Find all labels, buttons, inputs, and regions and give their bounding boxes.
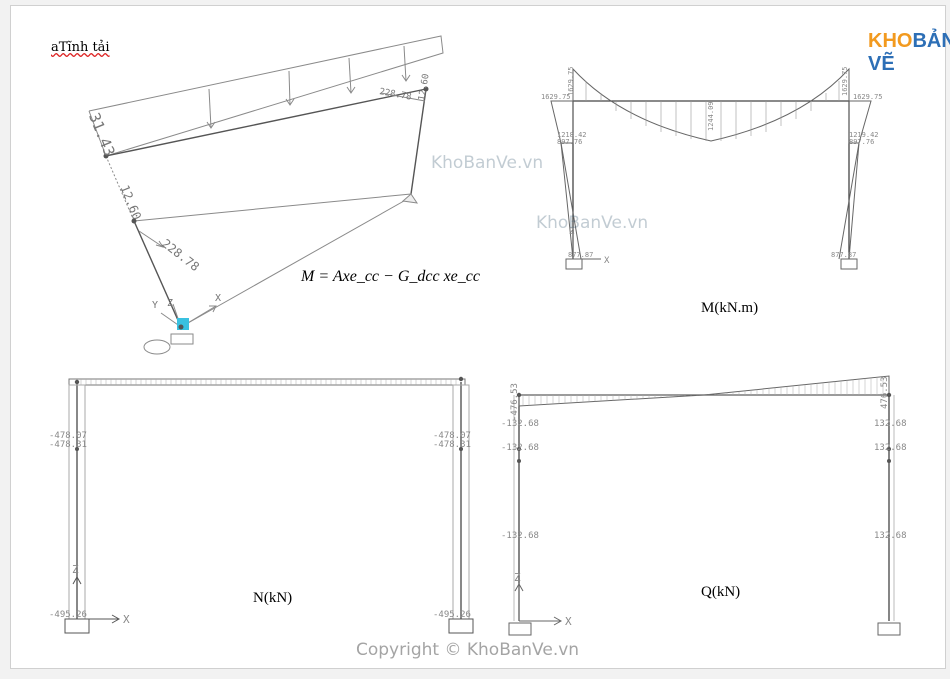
q-label-4: -132.68 bbox=[501, 531, 539, 541]
m-label-10: 877.87 bbox=[831, 251, 856, 259]
m-label-9: 877.87 bbox=[568, 251, 593, 259]
q-label-5: 132.68 bbox=[874, 419, 907, 429]
n-label-3: -478.31 bbox=[433, 440, 471, 450]
axis-3d-x: X bbox=[215, 293, 221, 304]
copyright-text: Copyright © KhoBanVe.vn bbox=[356, 640, 580, 660]
drawing-sheet: aTĩnh tải KHOBẢN VẼ bbox=[10, 5, 950, 669]
n-label-2: -478.07 bbox=[433, 431, 471, 441]
q-label-3: -132.68 bbox=[501, 443, 539, 453]
m-label-7: 1219.42 bbox=[849, 131, 879, 139]
m-axis-x: X bbox=[604, 256, 610, 266]
m-axis-z: Z bbox=[569, 227, 575, 237]
q-label-6: 132.68 bbox=[874, 443, 907, 453]
q-label-7: 132.68 bbox=[874, 531, 907, 541]
logo-text-kho: KHO bbox=[868, 30, 913, 52]
m-label-8: 897.76 bbox=[849, 138, 874, 146]
q-axis-x: X bbox=[565, 615, 572, 628]
n-label-5: -495.26 bbox=[433, 610, 471, 620]
n-label-0: -478.07 bbox=[49, 431, 87, 441]
axis-3d-y: Y bbox=[152, 300, 158, 311]
n-label-4: -495.26 bbox=[49, 610, 87, 620]
axial-caption: N(kN) bbox=[253, 590, 293, 606]
logo-text-banve: BẢN VẼ bbox=[868, 30, 950, 75]
q-label-1: 476.53 bbox=[880, 376, 890, 409]
brand-logo: KHOBẢN VẼ bbox=[868, 30, 950, 76]
moment-formula: M = Axe_cc − G_dcc xe_cc bbox=[301, 268, 480, 285]
m-label-4: 1244.09 bbox=[707, 101, 715, 131]
watermark-1: KhoBanVe.vn bbox=[431, 153, 544, 173]
axis-3d-z: Z bbox=[167, 298, 173, 309]
q-label-2: -132.68 bbox=[501, 419, 539, 429]
moment-diagram: 1629.75 1629.75 1629.75 1629.75 1244.09 … bbox=[541, 66, 883, 270]
shear-caption: Q(kN) bbox=[701, 584, 741, 600]
watermark-2: KhoBanVe.vn bbox=[536, 213, 649, 233]
load-diagram-3d: 31.43 12.60 228.78 228.78 12.60 Y Z X bbox=[85, 35, 444, 355]
m-label-1: 1629.75 bbox=[567, 66, 575, 96]
m-label-2: 1629.75 bbox=[853, 93, 883, 101]
m-label-3: 1629.75 bbox=[841, 66, 849, 96]
shear-force-diagram: -476.53 476.53 -132.68 -132.68 -132.68 1… bbox=[501, 375, 907, 636]
axial-force-diagram: -478.07 -478.31 -478.07 -478.31 -495.26 … bbox=[49, 376, 474, 634]
moment-caption: M(kN.m) bbox=[701, 300, 759, 316]
m-label-6: 897.76 bbox=[557, 138, 582, 146]
n-axis-x: X bbox=[123, 613, 130, 626]
label-3d-4: 12.60 bbox=[417, 73, 432, 101]
m-label-5: 1218.42 bbox=[557, 131, 587, 139]
m-label-0: 1629.75 bbox=[541, 93, 571, 101]
n-axis-z: Z bbox=[72, 563, 79, 576]
q-label-0: -476.53 bbox=[510, 383, 520, 421]
q-axis-z: Z bbox=[514, 571, 521, 584]
n-label-1: -478.31 bbox=[49, 440, 87, 450]
load-case-title: aTĩnh tải bbox=[51, 40, 110, 55]
